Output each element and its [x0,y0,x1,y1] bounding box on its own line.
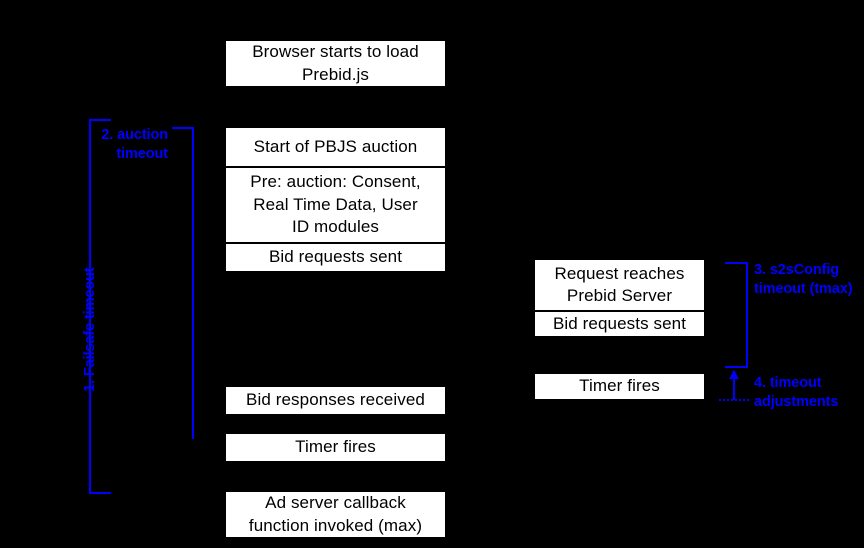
annotation-s2sconfig-timeout-label: 3. s2sConfig timeout (tmax) [754,262,853,297]
timeout-adjustments-arrow-icon [729,370,739,400]
annotation-failsafe-timeout-label: 1. Failsafe timeout [82,267,98,392]
s2sconfig-timeout-bracket-spine [746,262,748,368]
failsafe-timeout-bracket-spine [89,119,91,494]
annotation-timeout-adjustments-label: 4. timeout adjustments [754,375,839,410]
auction-timeout-bracket-spine [192,127,194,439]
node-timer-fires: Timer fires [225,433,446,462]
node-browser-load: Browser starts to load Prebid.js [225,40,446,87]
timeout-adjustments-baseline [719,399,749,401]
node-auction-start: Start of PBJS auction [225,127,446,167]
s2sconfig-timeout-bracket-bottom-tick [725,366,748,368]
failsafe-timeout-bracket-top-tick [89,119,111,121]
node-ad-server-callback: Ad server callback function invoked (max… [225,491,446,538]
node-bid-requests-sent: Bid requests sent [225,243,446,272]
annotation-auction-timeout-label: 2. auction timeout [101,127,168,162]
s2sconfig-timeout-bracket-top-tick [725,262,748,264]
node-bid-responses-received: Bid responses received [225,386,446,415]
node-s2s-timer-fires: Timer fires [534,373,705,400]
node-pre-auction: Pre: auction: Consent, Real Time Data, U… [225,167,446,243]
node-request-reaches-server: Request reaches Prebid Server [534,259,705,311]
auction-timeout-bracket-top-tick [172,127,194,129]
failsafe-timeout-bracket-bottom-tick [89,492,111,494]
node-s2s-bid-requests-sent: Bid requests sent [534,311,705,337]
